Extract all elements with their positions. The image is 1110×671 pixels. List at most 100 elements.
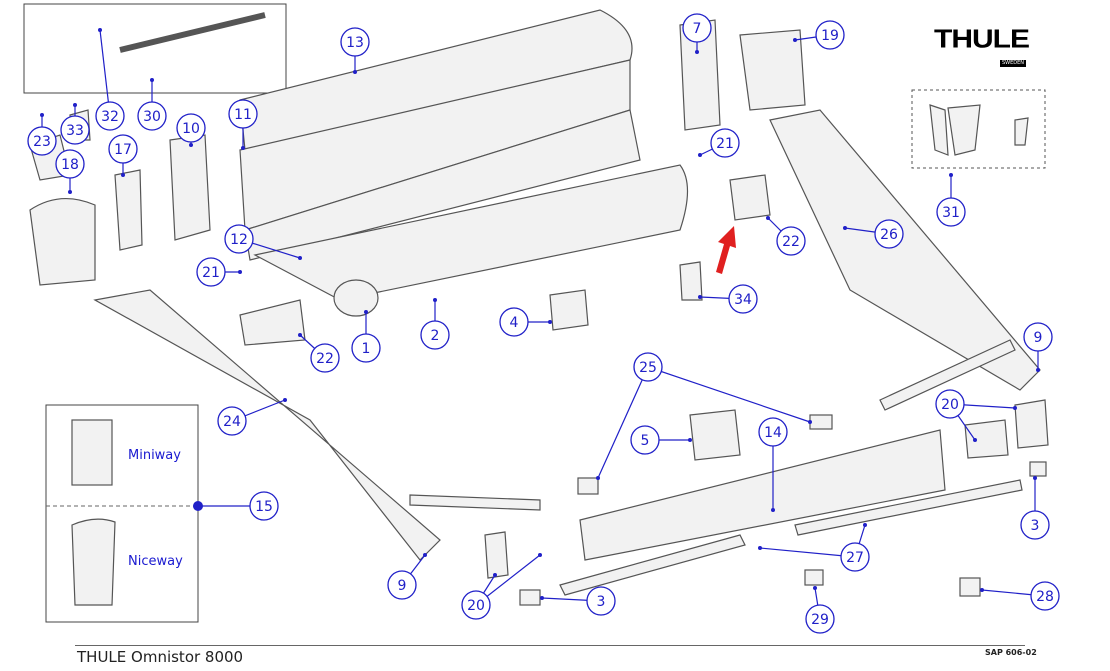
leader-tip	[189, 143, 193, 147]
callout-label: 13	[346, 35, 364, 51]
callout-label: 21	[716, 136, 734, 152]
gear-10	[169, 134, 211, 241]
callout-circle	[217, 406, 247, 436]
red-arrow-icon	[716, 226, 736, 274]
callout-circle	[108, 134, 138, 164]
callout-circle	[55, 149, 85, 179]
leader-tip	[298, 333, 302, 337]
leader-tip	[433, 298, 437, 302]
foot-3-left	[519, 589, 541, 606]
leader-tip	[493, 573, 497, 577]
logo-sweden: SWEDEN	[1000, 60, 1027, 67]
leader-line	[597, 366, 649, 479]
leader-tip	[121, 173, 125, 177]
leader-tip	[698, 153, 702, 157]
leader-line	[647, 366, 811, 423]
clip-25-right	[809, 414, 833, 430]
callout-circle	[27, 126, 57, 156]
bracket-4	[549, 289, 589, 331]
callout-circle	[710, 128, 740, 158]
callout-label: 27	[846, 550, 864, 566]
rail-27-upper	[794, 479, 1023, 536]
callout-circle	[461, 590, 491, 620]
leader-tip	[423, 553, 427, 557]
callout-label: 10	[182, 121, 200, 137]
callout-label: 23	[33, 134, 51, 150]
callout-circle	[815, 20, 845, 50]
leader-tip	[1013, 406, 1017, 410]
callout-label: 9	[1034, 330, 1043, 346]
accessory-box-frame	[911, 89, 1046, 169]
callout-label: 5	[641, 433, 650, 449]
cover-19	[739, 29, 806, 111]
callout-circle	[340, 27, 370, 57]
callout-circle	[630, 425, 660, 455]
callout-label: 18	[61, 157, 79, 173]
callout-circle	[758, 417, 788, 447]
shaft-30	[119, 12, 266, 53]
callout-circle	[1023, 322, 1053, 352]
footer-code: SAP 606-02	[985, 648, 1037, 657]
remote-niceway	[71, 518, 116, 606]
callout-label: 26	[880, 227, 898, 243]
callout-label: 1	[362, 341, 371, 357]
remote-miniway-label: Miniway	[128, 448, 181, 463]
remote-box-frame	[45, 404, 199, 623]
callout-label: 22	[316, 351, 334, 367]
callout-label: 22	[782, 234, 800, 250]
cap-20-left	[484, 531, 509, 579]
leader-tip	[364, 310, 368, 314]
callout-label: 24	[223, 414, 241, 430]
leader-tip	[596, 476, 600, 480]
leader-tip	[758, 546, 762, 550]
callout-circle	[420, 320, 450, 350]
callout-label: 19	[821, 28, 839, 44]
callout-label: 15	[255, 499, 273, 515]
callout-label: 4	[510, 315, 519, 331]
footer-divider	[75, 645, 1025, 646]
remote-miniway	[71, 419, 113, 486]
leader-tip	[813, 586, 817, 590]
leader-tip	[808, 420, 812, 424]
leader-tip	[793, 38, 797, 42]
rail-27-lower	[559, 534, 746, 596]
callout-circle	[351, 333, 381, 363]
leader-line	[759, 547, 856, 558]
leader-tip	[353, 70, 357, 74]
accessory-b	[947, 104, 981, 156]
leader-tip	[949, 173, 953, 177]
remote-junction-dot	[193, 501, 203, 511]
callout-circle	[633, 352, 663, 382]
leader-tip	[68, 190, 72, 194]
arm-strut-left	[409, 494, 541, 511]
leader-tip	[698, 295, 702, 299]
leader-tip	[843, 226, 847, 230]
roller-tube-part	[333, 279, 379, 317]
accessory-a	[929, 104, 949, 156]
callout-circle	[95, 101, 125, 131]
clip-34	[679, 261, 703, 301]
callout-circle	[228, 99, 258, 129]
callout-label: 28	[1036, 589, 1054, 605]
callout-circle	[728, 284, 758, 314]
callout-circle	[176, 113, 206, 143]
callout-label: 25	[639, 360, 657, 376]
callout-label: 3	[597, 594, 606, 610]
accessory-c	[1014, 117, 1029, 146]
leader-tip	[540, 596, 544, 600]
roller-plug-22-left	[239, 299, 306, 346]
callout-circle	[874, 219, 904, 249]
callout-circle	[60, 115, 90, 145]
clip-28	[959, 577, 981, 597]
leader-tip	[766, 216, 770, 220]
callout-circle	[1020, 510, 1050, 540]
callout-label: 20	[467, 598, 485, 614]
callout-circle	[310, 343, 340, 373]
bracket-5	[689, 409, 741, 461]
roller-plug-22-right	[729, 174, 771, 221]
leader-tip	[688, 438, 692, 442]
bracket-20-right	[964, 419, 1009, 459]
crank-17	[114, 169, 143, 251]
leader-tip	[771, 508, 775, 512]
clip-25-left	[577, 477, 599, 495]
